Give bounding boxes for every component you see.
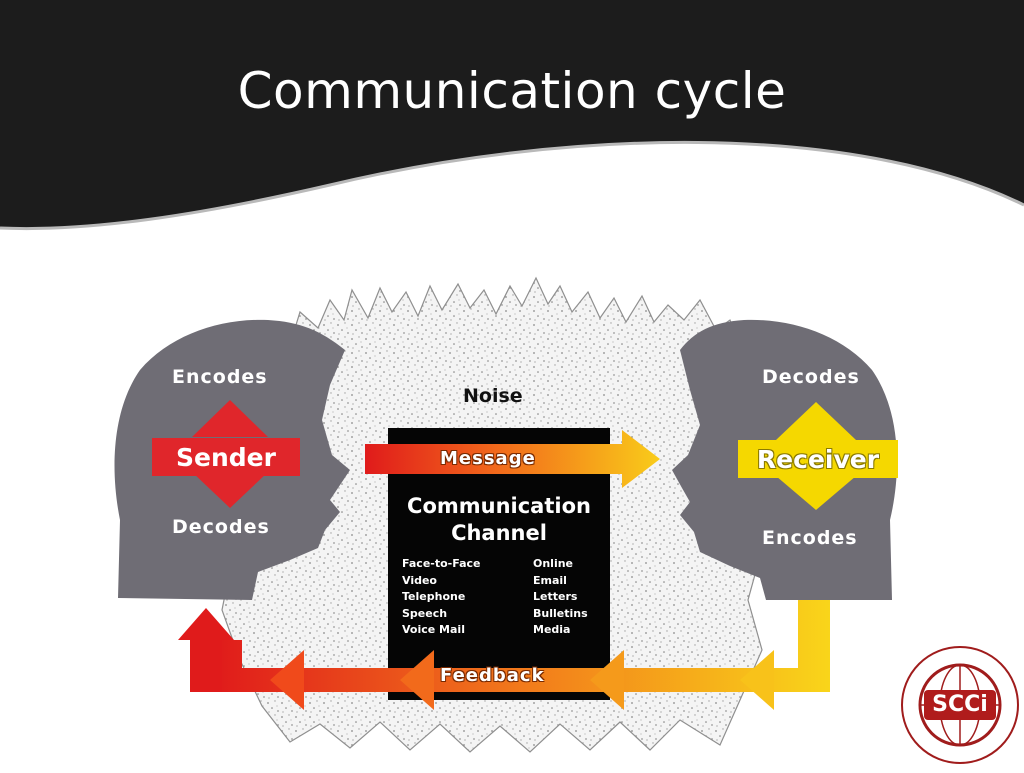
channel-item: Speech [402, 606, 448, 620]
channel-item: Letters [533, 590, 578, 603]
channel-item: Email [533, 573, 567, 587]
channel-item: Voice Mail [402, 623, 465, 636]
sender-label: Sender [176, 443, 276, 472]
channel-item: Bulletins [533, 606, 588, 620]
feedback-label: Feedback [440, 665, 545, 686]
title-banner: Communication cycle [0, 0, 1024, 240]
scci-logo [901, 646, 1019, 764]
channel-item: Telephone [402, 590, 466, 603]
receiver-label: Receiver [756, 445, 880, 474]
channel-item: Online [533, 557, 574, 570]
sender-box [152, 438, 300, 476]
channel-title-line1: Communication [407, 494, 591, 518]
slide-title: Communication cycle [237, 62, 787, 120]
logo-acronym: SCCi [932, 692, 988, 717]
channel-list-left: Face-to-Face Video Telephone Speech Voic… [402, 556, 481, 639]
message-arrow [365, 430, 660, 488]
feedback-arrow [178, 600, 830, 710]
channel-item: Face-to-Face [402, 557, 481, 570]
sender-double-arrow [192, 400, 268, 437]
channel-list-right: Online Email Letters Bulletins Media [533, 556, 588, 639]
channel-item: Video [402, 573, 437, 587]
receiver-box [738, 440, 898, 478]
receiver-double-arrow [776, 402, 856, 440]
channel-title-line2: Channel [451, 521, 547, 545]
receiver-decodes-label: Decodes [762, 366, 860, 388]
sender-encodes-label: Encodes [172, 366, 268, 388]
receiver-encodes-label: Encodes [762, 527, 858, 549]
channel-item: Media [533, 623, 571, 636]
message-label: Message [440, 448, 536, 469]
noise-label: Noise [463, 385, 523, 407]
sender-decodes-label: Decodes [172, 516, 270, 538]
